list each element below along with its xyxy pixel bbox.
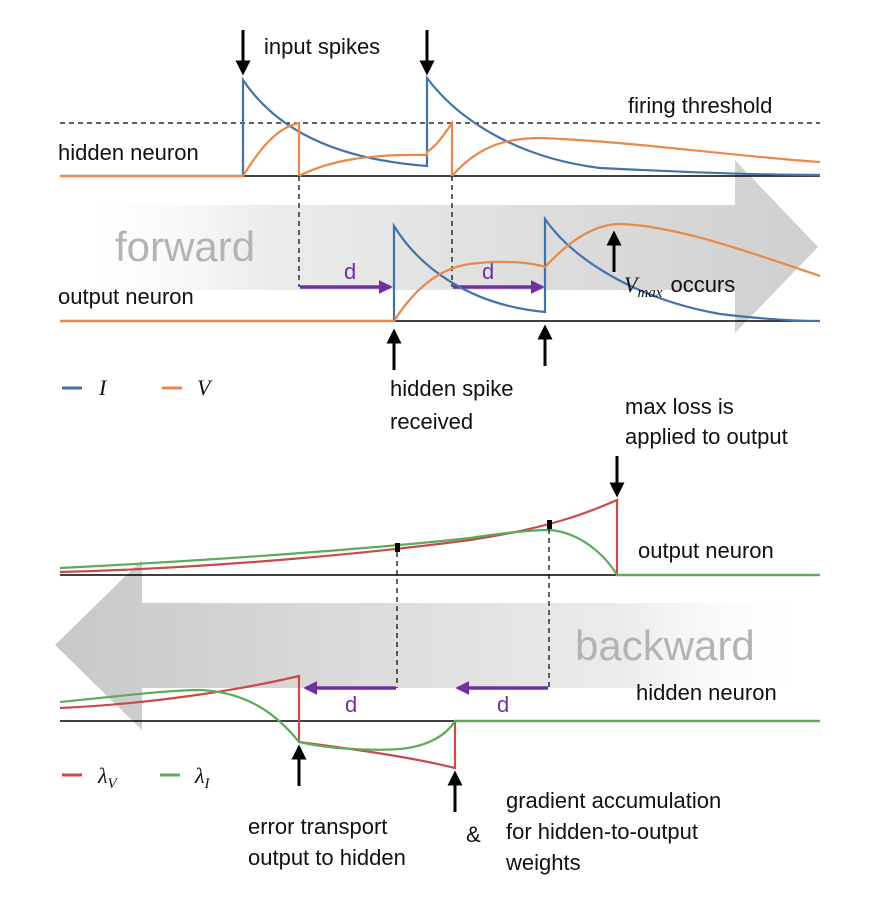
input-spikes-label: input spikes: [264, 34, 380, 59]
backward-label: backward: [575, 622, 755, 669]
hidden-lambda-i-trace: [59, 688, 820, 751]
forward-big-arrow: [70, 160, 818, 333]
legend-current-label: I: [98, 375, 108, 400]
backward-delay-label-1: d: [345, 692, 357, 717]
hidden-voltage-trace: [60, 119, 821, 179]
hidden-neuron-label-forward: hidden neuron: [58, 140, 199, 165]
legend-lambda-i-label: λI: [194, 763, 211, 792]
hidden-current-trace: [60, 74, 821, 178]
output-lambda-i-trace: [59, 528, 820, 577]
forward-label: forward: [115, 223, 255, 270]
firing-threshold-label: firing threshold: [628, 93, 772, 118]
output-spike-marker-2: [547, 520, 552, 529]
hidden-lambda-v-trace: [59, 674, 820, 770]
ampersand-label: &: [466, 822, 481, 847]
backward-delay-label-2: d: [497, 692, 509, 717]
output-neuron-label-backward: output neuron: [638, 538, 774, 563]
output-voltage-trace: [60, 222, 821, 323]
output-current-trace: [60, 215, 821, 323]
legend-voltage-label: V: [197, 375, 213, 400]
output-lambda-v-trace: [59, 498, 820, 577]
output-spike-marker-1: [395, 543, 400, 552]
forward-delay-label-2: d: [482, 259, 494, 284]
legend-lambda-v-label: λV: [97, 763, 119, 792]
output-neuron-label-forward: output neuron: [58, 284, 194, 309]
hidden-neuron-label-backward: hidden neuron: [636, 680, 777, 705]
forward-delay-label-1: d: [344, 259, 356, 284]
